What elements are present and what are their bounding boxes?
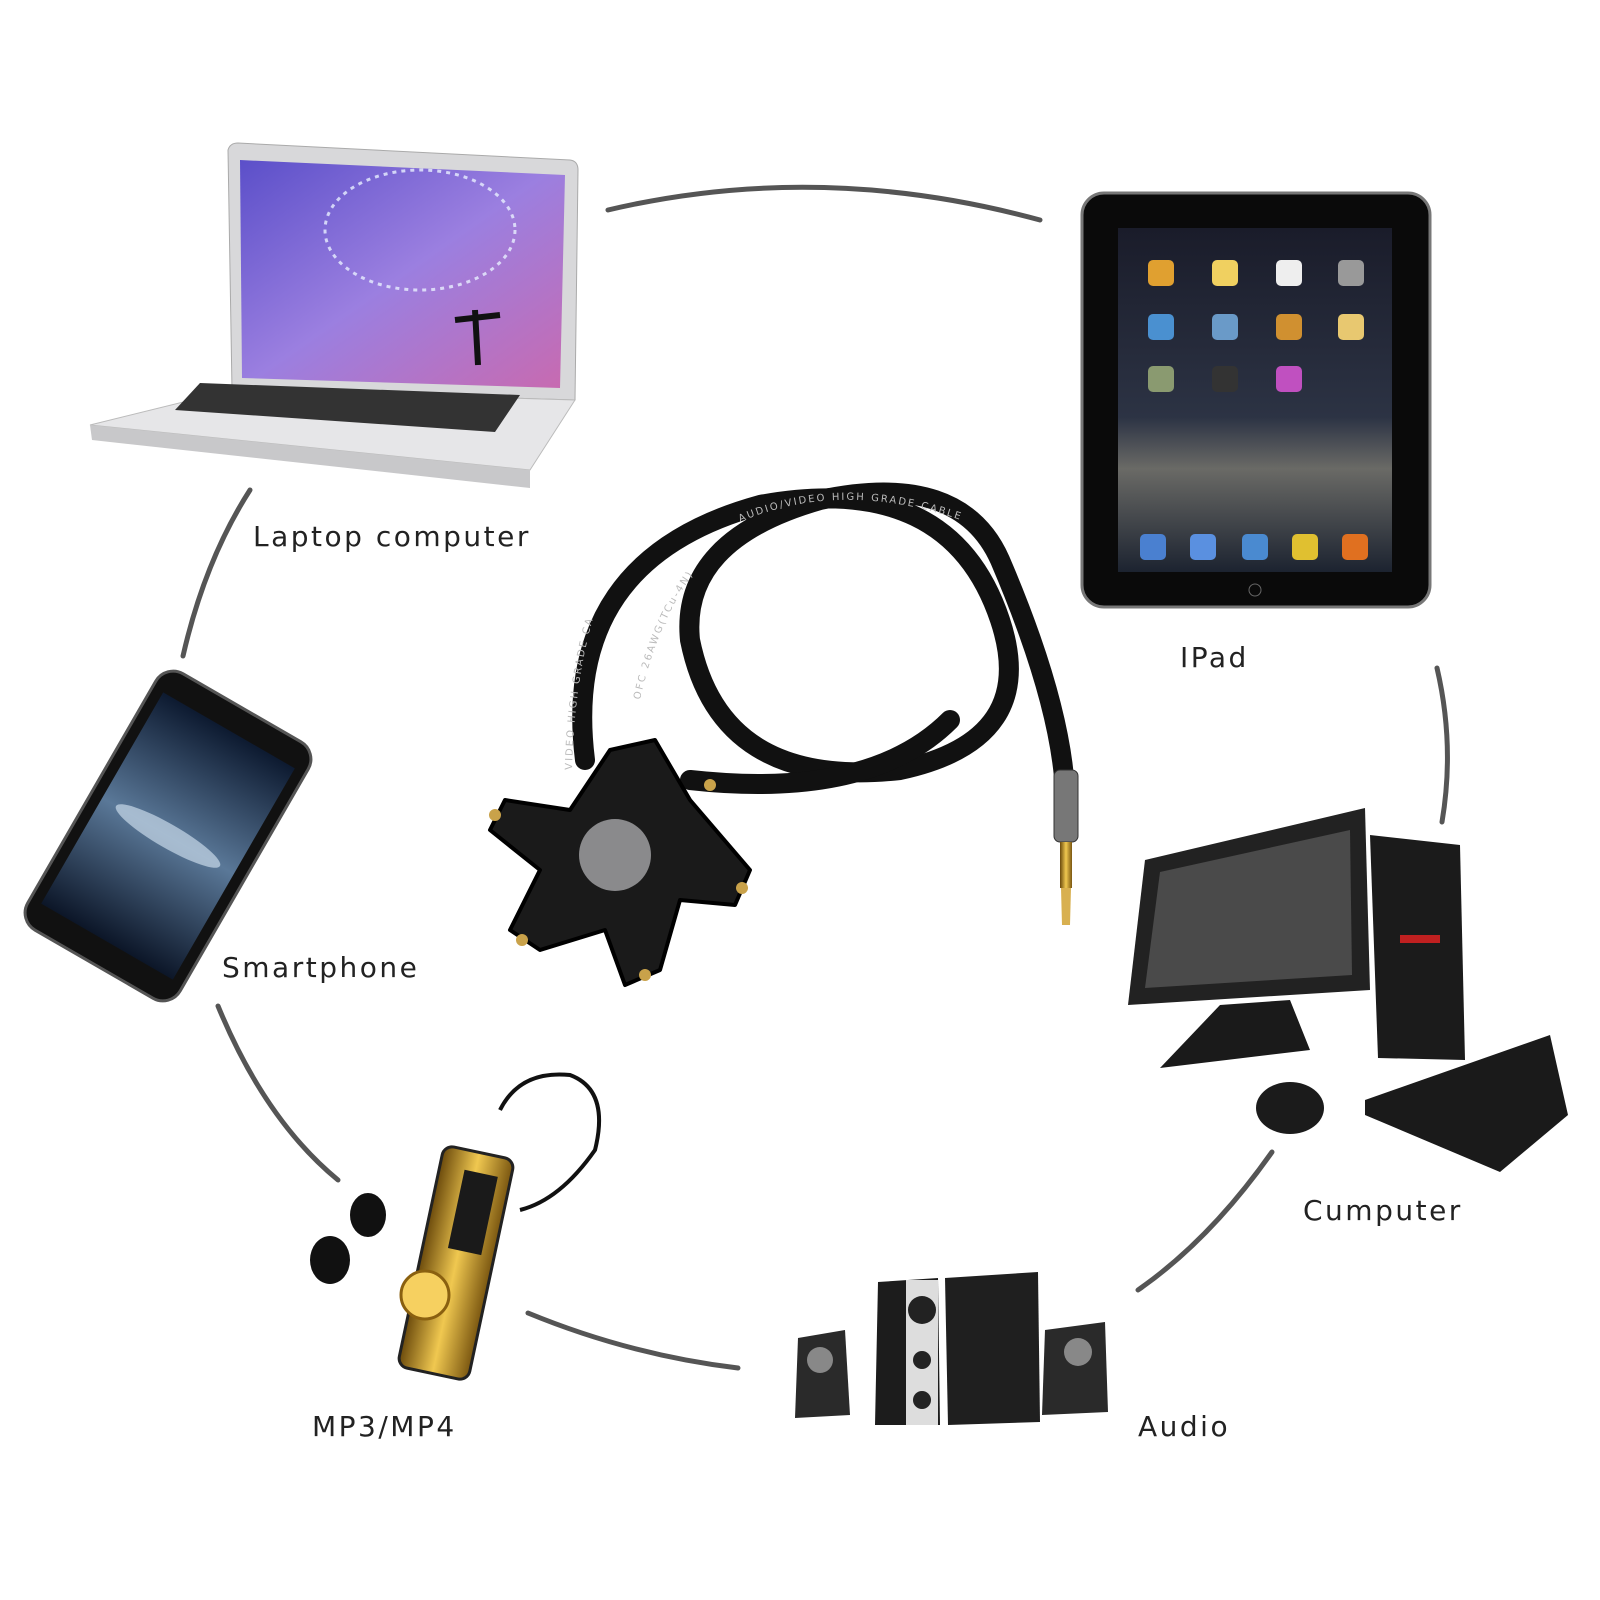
star-splitter bbox=[488, 738, 752, 987]
label-computer: Cumputer bbox=[1303, 1194, 1463, 1227]
label-smartphone: Smartphone bbox=[222, 951, 420, 984]
connector-arcs bbox=[180, 184, 1450, 1371]
speakers-image bbox=[795, 1272, 1108, 1425]
audio-jack-plug bbox=[1053, 769, 1079, 925]
splitter-cable-image bbox=[572, 482, 1075, 800]
arc-audio-mp3 bbox=[525, 1310, 741, 1371]
cable-print: AUDIO/VIDEO HIGH GRADE CABLE OFC 26AWG(T… bbox=[564, 492, 962, 770]
arc-mp3-smartphone bbox=[215, 1003, 341, 1183]
computer-image bbox=[1128, 808, 1568, 1172]
arc-ipad-computer bbox=[1434, 665, 1450, 825]
arc-laptop-ipad bbox=[605, 184, 1043, 223]
laptop-image bbox=[89, 142, 579, 488]
arc-smartphone-laptop bbox=[180, 487, 253, 659]
label-laptop-computer: Laptop computer bbox=[253, 520, 531, 553]
label-audio: Audio bbox=[1138, 1410, 1231, 1443]
smartphone-image bbox=[23, 669, 313, 1003]
mp3-player-image bbox=[310, 1072, 602, 1381]
arc-computer-audio bbox=[1135, 1149, 1275, 1293]
label-mp3-mp4: MP3/MP4 bbox=[312, 1410, 457, 1443]
ipad-image bbox=[1080, 191, 1432, 609]
label-ipad: IPad bbox=[1180, 641, 1249, 674]
